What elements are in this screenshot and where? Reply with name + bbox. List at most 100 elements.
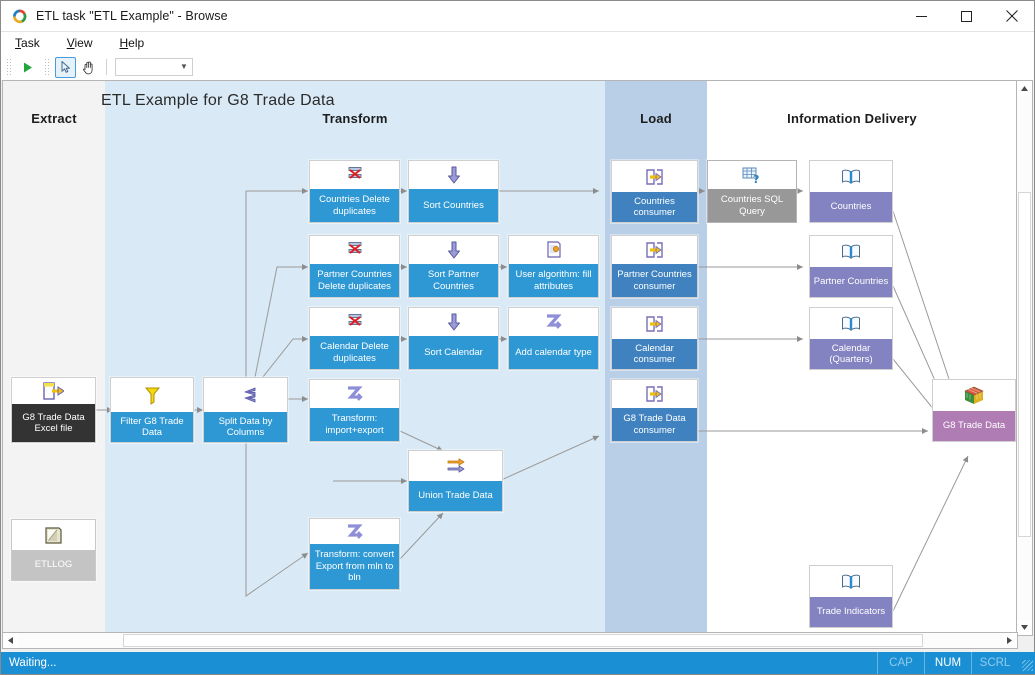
node-etllog[interactable]: ETLLOG: [11, 519, 96, 581]
log-table-icon: [12, 520, 95, 550]
maximize-icon[interactable]: [944, 1, 989, 32]
node-filter-g8-trade-data[interactable]: Filter G8 Trade Data: [110, 377, 194, 443]
scroll-right-arrow[interactable]: [1002, 633, 1017, 648]
sort-down-icon: [409, 236, 498, 264]
node-countries-consumer[interactable]: Countries consumer: [611, 160, 698, 223]
cube-icon: [933, 380, 1015, 411]
consumer-import-icon: [612, 308, 697, 339]
node-label: Countries: [810, 192, 892, 222]
toolbar-grip-2[interactable]: [44, 58, 51, 76]
toolbar-separator: [106, 59, 107, 75]
node-sort-calendar[interactable]: Sort Calendar: [408, 307, 499, 370]
funnel-filter-icon: [111, 378, 193, 412]
node-label: Split Data by Columns: [204, 412, 287, 442]
node-label: G8 Trade Data Excel file: [12, 404, 95, 442]
node-label: Calendar consumer: [612, 339, 697, 369]
dictionary-book-icon: [810, 161, 892, 192]
node-dimension-partner-countries[interactable]: Partner Countries: [809, 235, 893, 298]
node-label: Transform: import+export: [310, 408, 399, 441]
horizontal-scroll-track[interactable]: [18, 633, 1004, 648]
scroll-up-arrow[interactable]: [1017, 81, 1032, 96]
menu-item-help[interactable]: Help: [119, 36, 145, 50]
split-arrows-icon: [204, 378, 287, 412]
window-controls: [899, 1, 1034, 32]
vertical-scrollbar[interactable]: [1016, 80, 1033, 636]
node-label: G8 Trade Data: [933, 411, 1015, 441]
swimlane-title-extract: Extract: [31, 111, 77, 126]
node-label: Partner Countries: [810, 267, 892, 297]
node-dimension-trade-indicators[interactable]: Trade Indicators: [809, 565, 893, 628]
chevron-down-icon[interactable]: ▼: [180, 62, 188, 71]
node-label: Sort Calendar: [409, 336, 498, 369]
node-label: User algorithm: fill attributes: [509, 264, 598, 297]
node-label: Calendar (Quarters): [810, 339, 892, 369]
delete-duplicates-icon: [310, 236, 399, 264]
pointer-select-icon[interactable]: [55, 56, 76, 78]
transform-z-icon: [310, 380, 399, 408]
transform-z-icon: [509, 308, 598, 336]
node-partner-countries-delete-duplicates[interactable]: Partner Countries Delete duplicates: [309, 235, 400, 298]
sql-query-icon: ?: [708, 161, 796, 189]
node-cube-g8-trade-data[interactable]: G8 Trade Data: [932, 379, 1016, 442]
node-label: Calendar Delete duplicates: [310, 336, 399, 369]
node-label: Partner Countries Delete duplicates: [310, 264, 399, 297]
resize-grip-icon[interactable]: [1018, 652, 1035, 674]
minimize-icon[interactable]: [899, 1, 944, 32]
title-bar: ETL task "ETL Example" - Browse: [1, 1, 1034, 32]
etl-app-icon: [11, 8, 28, 25]
vertical-scroll-thumb[interactable]: [1018, 192, 1031, 537]
horizontal-scrollbar[interactable]: [2, 632, 1018, 649]
toolbar-grip-1[interactable]: [6, 58, 13, 76]
consumer-import-icon: [612, 380, 697, 408]
node-calendar-delete-duplicates[interactable]: Calendar Delete duplicates: [309, 307, 400, 370]
hand-pan-icon[interactable]: [78, 57, 99, 78]
node-dimension-calendar-quarters[interactable]: Calendar (Quarters): [809, 307, 893, 370]
run-play-icon[interactable]: [17, 57, 38, 78]
close-icon[interactable]: [989, 1, 1034, 32]
transform-z-icon: [310, 519, 399, 544]
horizontal-scroll-thumb[interactable]: [123, 634, 923, 647]
node-label: Partner Countries consumer: [612, 264, 697, 297]
menu-item-view[interactable]: View: [66, 36, 93, 50]
node-union-trade-data[interactable]: Union Trade Data: [408, 450, 503, 512]
scroll-left-arrow[interactable]: [3, 633, 18, 648]
node-countries-delete-duplicates[interactable]: Countries Delete duplicates: [309, 160, 400, 223]
node-user-algorithm-fill-attributes[interactable]: User algorithm: fill attributes: [508, 235, 599, 298]
diagram-canvas-viewport[interactable]: ETL Example for G8 Trade Data Extract Tr…: [2, 80, 1019, 636]
node-sort-partner-countries[interactable]: Sort Partner Countries: [408, 235, 499, 298]
svg-text:?: ?: [753, 173, 759, 184]
node-label: Filter G8 Trade Data: [111, 412, 193, 442]
node-g8-trade-data-excel-file[interactable]: G8 Trade Data Excel file: [11, 377, 96, 443]
status-indicators: CAP NUM SCRL: [877, 652, 1035, 674]
scroll-down-arrow[interactable]: [1017, 620, 1032, 635]
vertical-scroll-track[interactable]: [1017, 96, 1032, 622]
user-algorithm-icon: [509, 236, 598, 264]
node-dimension-countries[interactable]: Countries: [809, 160, 893, 223]
status-message: Waiting...: [9, 657, 57, 669]
node-label: Transform: convert Export from mln to bl…: [310, 544, 399, 589]
delete-duplicates-icon: [310, 308, 399, 336]
status-badge-scrl: SCRL: [971, 652, 1018, 674]
node-label: Sort Countries: [409, 189, 498, 222]
node-countries-sql-query[interactable]: ? Countries SQL Query: [707, 160, 797, 223]
node-label: Countries consumer: [612, 192, 697, 222]
node-transform-convert-export-mln-to-bln[interactable]: Transform: convert Export from mln to bl…: [309, 518, 400, 590]
swimlane-title-info: Information Delivery: [787, 111, 917, 126]
dictionary-book-icon: [810, 236, 892, 267]
node-split-data-by-columns[interactable]: Split Data by Columns: [203, 377, 288, 443]
menu-item-task[interactable]: Task: [15, 36, 40, 50]
node-partner-countries-consumer[interactable]: Partner Countries consumer: [611, 235, 698, 298]
swimlane-title-load: Load: [640, 111, 672, 126]
delete-duplicates-icon: [310, 161, 399, 189]
status-bar: Waiting... CAP NUM SCRL: [1, 652, 1035, 674]
excel-export-icon: [12, 378, 95, 404]
swimlane-title-transform: Transform: [322, 111, 388, 126]
node-label: Trade Indicators: [810, 597, 892, 627]
node-add-calendar-type[interactable]: Add calendar type: [508, 307, 599, 370]
node-sort-countries[interactable]: Sort Countries: [408, 160, 499, 223]
node-calendar-consumer[interactable]: Calendar consumer: [611, 307, 698, 370]
dictionary-book-icon: [810, 566, 892, 597]
zoom-combo[interactable]: ▼: [115, 58, 193, 76]
node-transform-import-export[interactable]: Transform: import+export: [309, 379, 400, 442]
node-g8-trade-data-consumer[interactable]: G8 Trade Data consumer: [611, 379, 698, 442]
